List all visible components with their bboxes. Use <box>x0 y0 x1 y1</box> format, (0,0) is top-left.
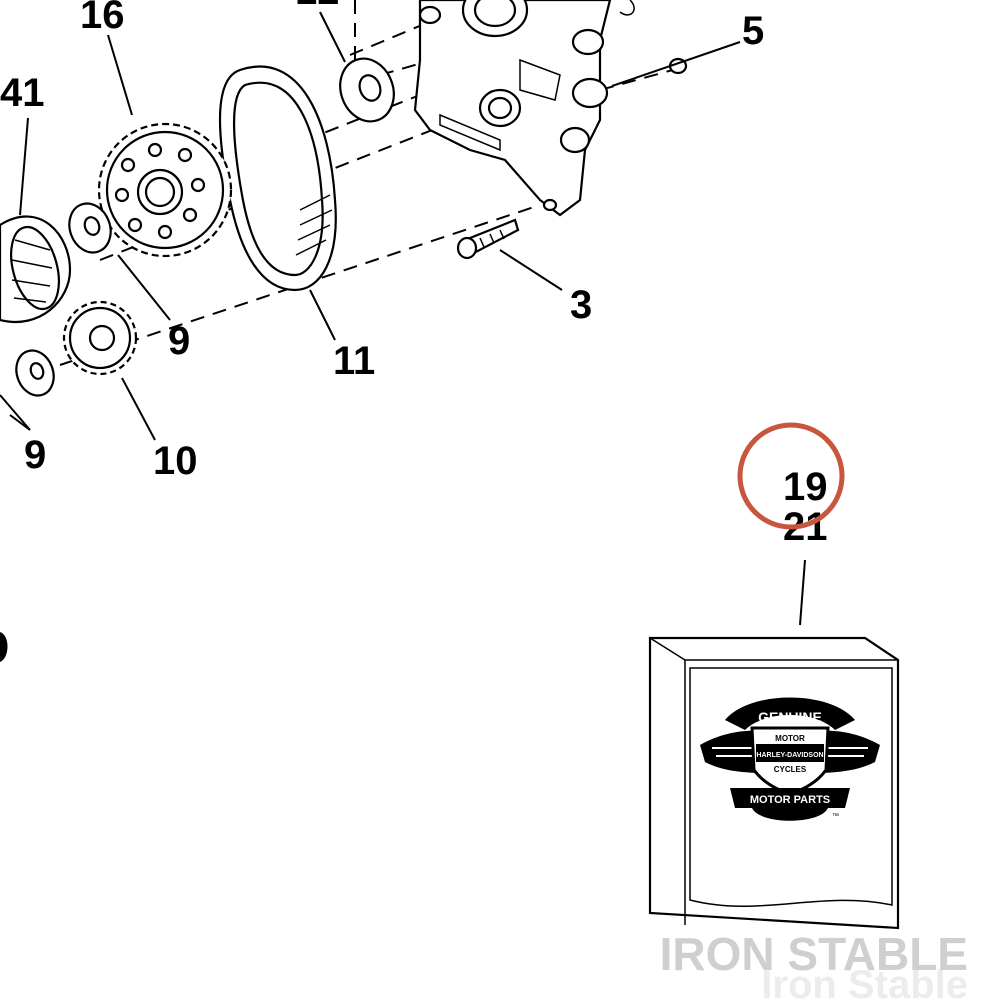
callout-9a: 9 <box>168 319 190 363</box>
highlight-circle <box>737 422 845 530</box>
logo-motor-text: MOTOR <box>775 734 805 743</box>
callout-16: 16 <box>80 0 125 37</box>
drive-chain-11 <box>218 65 337 292</box>
callout-10: 10 <box>153 439 198 483</box>
logo-motor-parts-text: MOTOR PARTS <box>750 794 830 806</box>
parts-package: GENUINE MOTOR HARLEY-DAVIDSON CYCLES MOT… <box>648 636 900 930</box>
callout-3: 3 <box>570 283 592 327</box>
thrust-washer-9a <box>68 202 112 254</box>
logo-trademark: ™ <box>832 813 839 820</box>
callout-19: 19 <box>783 465 828 509</box>
callout-41: 41 <box>0 71 45 115</box>
callout-labels: 16 41 12 5 3 9 11 10 9 19 21 <box>0 0 828 549</box>
thrust-washer-9b <box>15 349 55 397</box>
logo-genuine-text: GENUINE <box>758 709 822 725</box>
watermark-line2: Iron Stable <box>761 963 968 1000</box>
crank-part-41 <box>0 215 72 323</box>
callout-11: 11 <box>333 339 375 383</box>
washer-12 <box>339 57 395 123</box>
logo-harley-davidson-text: HARLEY-DAVIDSON <box>756 752 823 759</box>
callout-12: 12 <box>295 0 340 13</box>
callout-5: 5 <box>742 9 764 53</box>
small-sprocket-10 <box>62 300 138 376</box>
oil-pump-body <box>413 0 635 217</box>
watermark: Iron Stable IRON STABLE <box>660 928 968 1000</box>
watermark-line1: IRON STABLE <box>660 928 968 980</box>
leader-lines <box>0 11 806 626</box>
callout-9b: 9 <box>24 433 46 477</box>
logo-cycles-text: CYCLES <box>774 765 807 774</box>
genuine-motor-parts-logo: GENUINE MOTOR HARLEY-DAVIDSON CYCLES MOT… <box>700 697 880 821</box>
left-edge-mark <box>0 632 8 662</box>
screw-3 <box>456 218 520 260</box>
large-sprocket-16 <box>97 122 233 258</box>
